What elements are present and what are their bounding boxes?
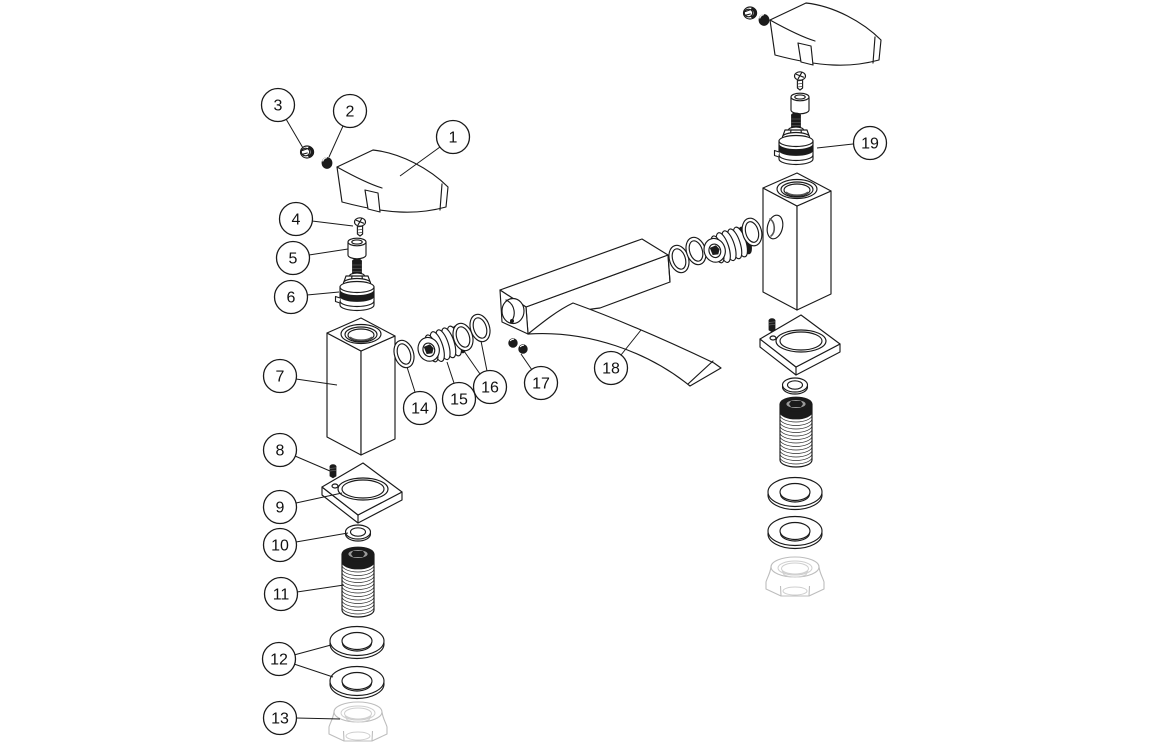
callout-7-label: 7 [276, 369, 285, 386]
part-handle-left [336, 149, 449, 213]
part-threaded-shank-left [341, 546, 375, 618]
part-flange-grub-screw-right [768, 318, 776, 333]
callout-4: 4 [278, 201, 314, 237]
callout-11: 11 [263, 576, 299, 612]
callout-8-label: 8 [276, 443, 285, 460]
callout-18: 18 [593, 350, 629, 386]
part-mounting-washer-upper-right [767, 476, 823, 511]
callout-15-label: 15 [450, 392, 468, 409]
callout-16-label: 16 [481, 380, 499, 397]
part-spout-body [499, 238, 722, 387]
part-valve-body-left [326, 317, 396, 456]
callout-1-label: 1 [449, 130, 458, 147]
callout-19-label: 19 [861, 136, 879, 153]
part-valve-body-right [762, 172, 832, 311]
callout-13-label: 13 [271, 711, 289, 728]
callout-7: 7 [262, 358, 298, 394]
part-seal-washer-right [781, 377, 809, 395]
callout-4-label: 4 [292, 212, 301, 229]
part-handle-bush-left [347, 237, 367, 260]
part-threaded-shank-right [779, 396, 813, 468]
part-mounting-washer-upper-left [329, 625, 385, 660]
callout-2-label: 2 [346, 104, 355, 121]
part-handle-screw-right [793, 71, 807, 91]
part-handle-right [769, 2, 882, 66]
part-handle-bush-right [790, 92, 810, 115]
callout-15: 15 [441, 381, 477, 417]
callout-16: 16 [472, 369, 508, 405]
part-backnut-left [328, 701, 388, 742]
part-flange-grub-screw-left [329, 464, 337, 479]
callout-14-label: 14 [411, 401, 429, 418]
callout-8: 8 [262, 432, 298, 468]
callout-leader-lines [285, 118, 854, 720]
part-handle-spacer-left [321, 156, 333, 170]
callout-14: 14 [402, 390, 438, 426]
part-cartridge-right [773, 112, 814, 166]
callout-3-label: 3 [274, 98, 283, 115]
callout-17: 17 [523, 365, 559, 401]
callout-10: 10 [262, 527, 298, 563]
part-handle-spacer-right [758, 13, 770, 27]
part-cartridge-left [334, 258, 375, 312]
callout-6-label: 6 [287, 290, 296, 307]
part-handle-fixing-screw-right [742, 6, 758, 20]
callout-19: 19 [852, 125, 888, 161]
part-mounting-washer-lower-left [329, 665, 385, 700]
callout-9-label: 9 [276, 500, 285, 517]
callout-5-label: 5 [289, 251, 298, 268]
part-handle-screw-left [353, 217, 367, 237]
callout-6: 6 [273, 279, 309, 315]
callout-12: 12 [261, 641, 297, 677]
callout-3: 3 [260, 87, 296, 123]
part-seal-washer-left [344, 524, 372, 542]
callout-12-label: 12 [270, 652, 288, 669]
callout-18-label: 18 [602, 361, 620, 378]
callout-1: 1 [435, 119, 471, 155]
callout-13: 13 [262, 700, 298, 736]
callout-2: 2 [332, 93, 368, 129]
callout-11-label: 11 [273, 587, 290, 604]
part-backnut-right [765, 556, 825, 597]
callout-17-label: 17 [532, 376, 550, 393]
callout-5: 5 [275, 240, 311, 276]
part-spout-grub-screws-17 [508, 338, 528, 354]
part-mounting-washer-lower-right [767, 515, 823, 550]
callout-9: 9 [262, 489, 298, 525]
callout-10-label: 10 [271, 538, 289, 555]
